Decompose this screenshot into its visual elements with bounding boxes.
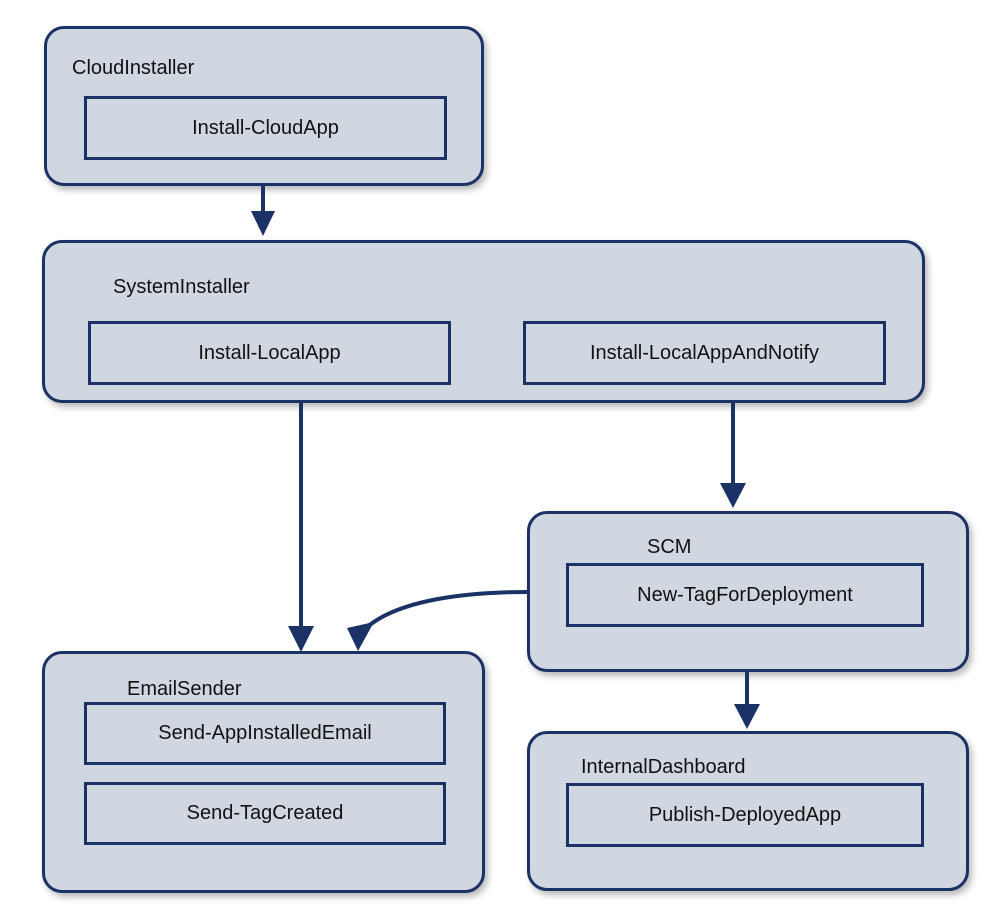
cloud-installer-module: CloudInstaller Install-CloudApp (44, 26, 484, 186)
send-appinstalledemail-function: Send-AppInstalledEmail (84, 702, 446, 765)
send-tagcreated-function: Send-TagCreated (84, 782, 446, 845)
internal-dashboard-module: InternalDashboard Publish-DeployedApp (527, 731, 969, 891)
email-sender-module: EmailSender Send-AppInstalledEmail Send-… (42, 651, 485, 893)
system-installer-module: SystemInstaller Install-LocalApp Install… (42, 240, 925, 403)
arrow-system-to-scm (720, 403, 746, 508)
install-cloudapp-function: Install-CloudApp (84, 96, 447, 160)
cloud-installer-title: CloudInstaller (72, 57, 195, 79)
scm-title: SCM (647, 536, 692, 558)
arrow-scm-to-dashboard (734, 672, 760, 729)
publish-deployedapp-function: Publish-DeployedApp (566, 783, 924, 847)
install-localapp-function: Install-LocalApp (88, 321, 451, 385)
email-sender-title: EmailSender (127, 678, 242, 700)
new-tagfordeployment-function: New-TagForDeployment (566, 563, 924, 627)
internal-dashboard-title: InternalDashboard (581, 756, 746, 778)
scm-module: SCM New-TagForDeployment (527, 511, 969, 672)
install-localappandnotify-function: Install-LocalAppAndNotify (523, 321, 886, 385)
system-installer-title: SystemInstaller (113, 276, 250, 298)
arrow-system-to-email (288, 403, 314, 652)
arrow-scm-to-email (347, 590, 528, 651)
arrow-cloud-to-system (251, 186, 275, 236)
